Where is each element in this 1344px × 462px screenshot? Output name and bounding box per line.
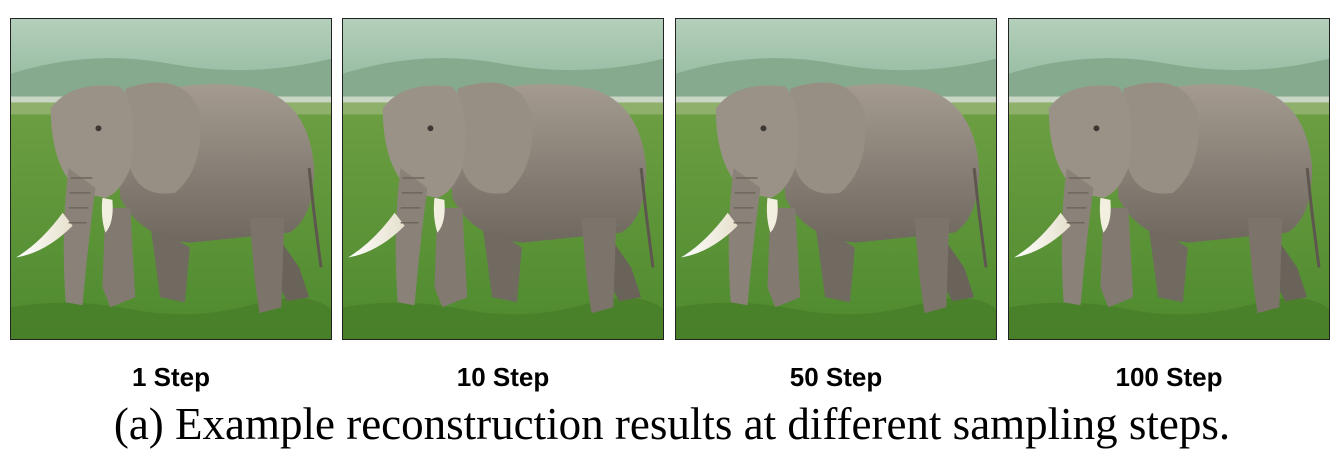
panel-label: 50 Step — [789, 362, 883, 392]
elephant-photo — [11, 19, 331, 339]
reconstruction-image-100-step — [1008, 18, 1330, 340]
elephant-photo — [676, 19, 996, 339]
panel-label: 1 Step — [131, 362, 211, 392]
panel-label: 10 Step — [456, 362, 550, 392]
panel-label: 100 Step — [1115, 362, 1223, 392]
elephant-photo — [1009, 19, 1329, 339]
reconstruction-image-10-step — [342, 18, 664, 340]
reconstruction-image-1-step — [10, 18, 332, 340]
figure-caption: (a) Example reconstruction results at di… — [113, 399, 1231, 449]
reconstruction-image-50-step — [675, 18, 997, 340]
elephant-photo — [343, 19, 663, 339]
